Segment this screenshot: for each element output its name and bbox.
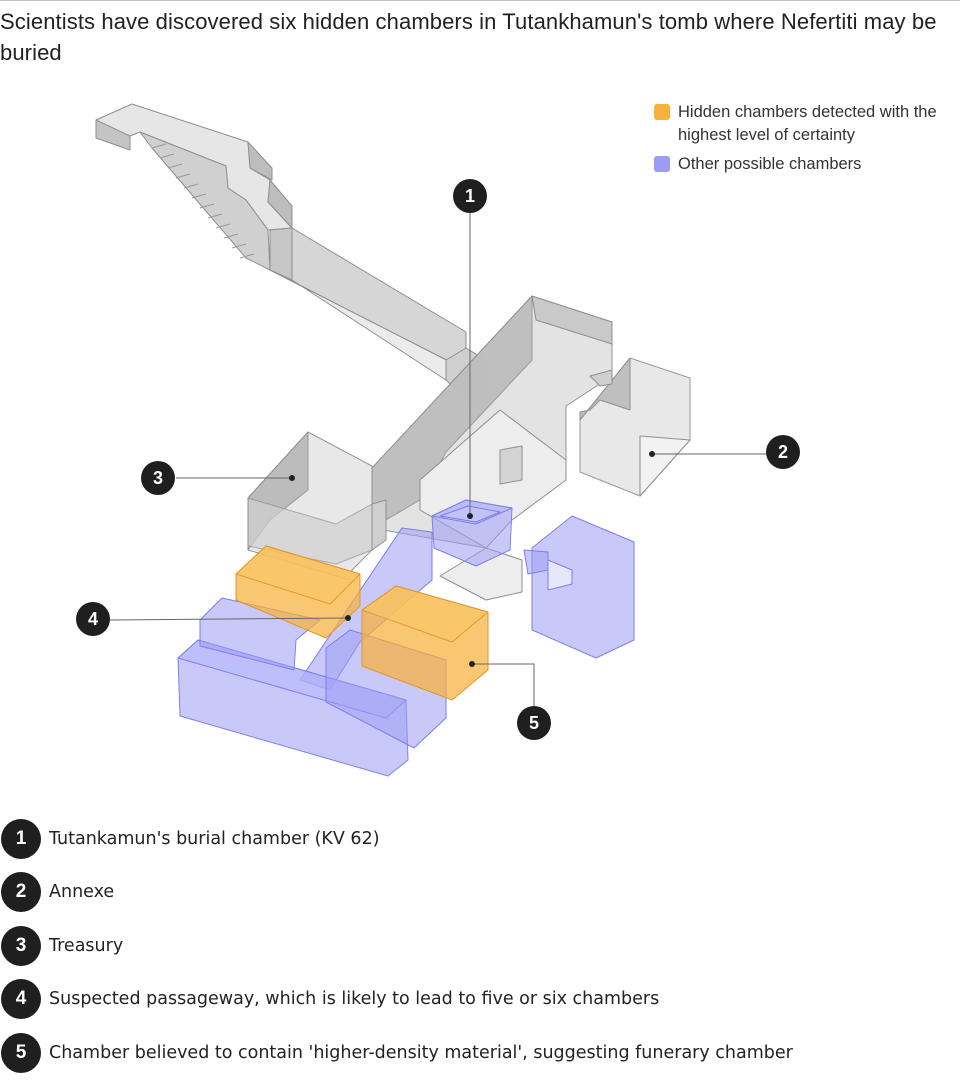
annexe-chamber <box>579 357 691 497</box>
note-number-badge: 5 <box>1 1032 41 1073</box>
callout-3: 3 <box>141 461 175 495</box>
callout-1: 1 <box>453 179 487 213</box>
callout-4: 4 <box>76 602 110 636</box>
tomb-diagram: 1 2 3 4 5 <box>0 80 960 800</box>
page-title: Scientists have discovered six hidden ch… <box>0 9 937 65</box>
legend-label-possible: Other possible chambers <box>678 155 862 173</box>
note-item: 5 Chamber believed to contain 'higher-de… <box>0 1026 960 1080</box>
legend: Hidden chambers detected with the highes… <box>654 101 954 182</box>
note-text: Annexe <box>49 882 115 903</box>
note-text: Treasury <box>49 935 124 956</box>
notes-list: 1 Tutankamun's burial chamber (KV 62) 2 … <box>0 812 960 1080</box>
callout-2: 2 <box>766 435 800 469</box>
note-number-badge: 4 <box>1 979 41 1020</box>
top-rule <box>0 0 960 1</box>
tomb-3d-illustration <box>95 103 778 777</box>
note-item: 4 Suspected passageway, which is likely … <box>0 973 960 1027</box>
legend-item-possible: Other possible chambers <box>654 153 954 176</box>
note-text: Suspected passageway, which is likely to… <box>49 989 660 1010</box>
legend-swatch-certain <box>654 104 670 120</box>
note-item: 2 Annexe <box>0 866 960 920</box>
note-number-badge: 1 <box>1 818 41 859</box>
entrance-stairway <box>95 103 293 271</box>
possible-chamber-east <box>531 515 635 659</box>
note-text: Tutankamun's burial chamber (KV 62) <box>49 828 380 849</box>
note-item: 3 Treasury <box>0 919 960 973</box>
note-number-badge: 3 <box>1 925 41 966</box>
legend-label-certain: Hidden chambers detected with the highes… <box>678 103 937 144</box>
legend-swatch-possible <box>654 156 670 172</box>
legend-item-certain: Hidden chambers detected with the highes… <box>654 101 954 147</box>
note-number-badge: 2 <box>1 872 41 913</box>
note-text: Chamber believed to contain 'higher-dens… <box>49 1042 793 1063</box>
note-item: 1 Tutankamun's burial chamber (KV 62) <box>0 812 960 866</box>
treasury-chamber <box>247 431 387 581</box>
callout-5: 5 <box>517 706 551 740</box>
